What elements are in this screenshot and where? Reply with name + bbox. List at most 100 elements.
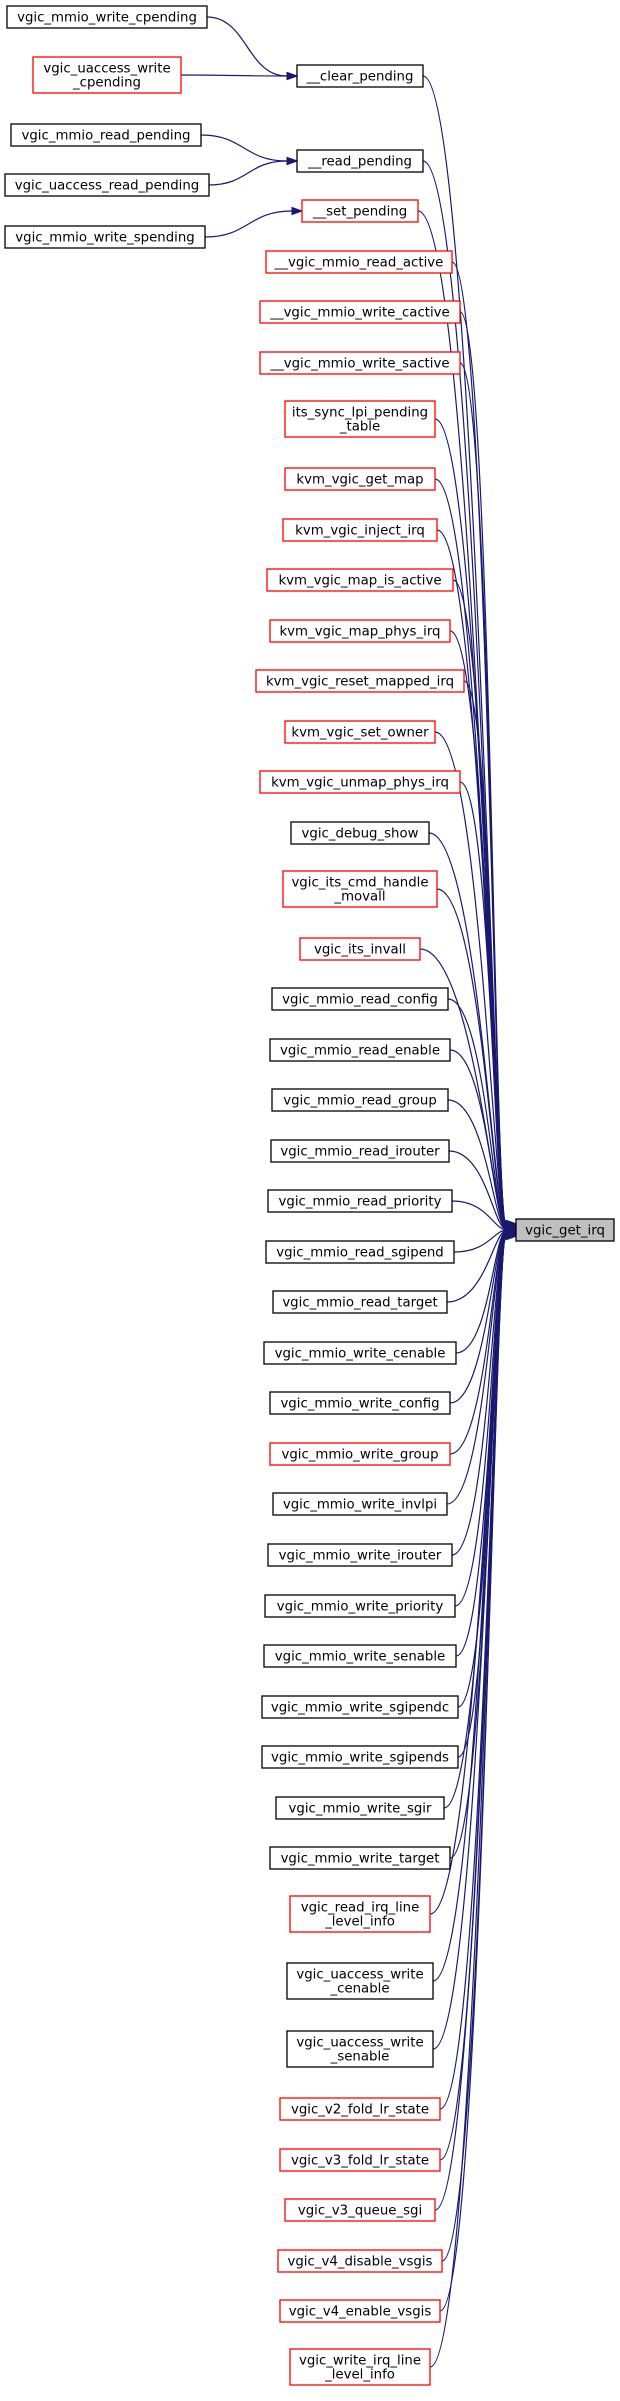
node-kvm-vgic-reset-mapped-irq[interactable]: kvm_vgic_reset_mapped_irq xyxy=(255,669,465,693)
node-vgic-mmio-read-irouter[interactable]: vgic_mmio_read_irouter xyxy=(270,1139,450,1163)
node-vgic-v3-fold-lr-state[interactable]: vgic_v3_fold_lr_state xyxy=(279,2148,441,2172)
edge xyxy=(447,998,507,1229)
node-label: vgic_mmio_write_cpending xyxy=(17,11,197,26)
node-vgic-mmio-write-cactive[interactable]: __vgic_mmio_write_cactive xyxy=(259,300,461,324)
node-box xyxy=(261,1695,459,1719)
node-box xyxy=(301,199,419,223)
node-vgic-mmio-write-cpending[interactable]: vgic_mmio_write_cpending xyxy=(6,5,208,29)
node-vgic-debug-show[interactable]: vgic_debug_show xyxy=(290,821,430,845)
node-vgic-v4-enable-vsgis[interactable]: vgic_v4_enable_vsgis xyxy=(279,2299,441,2323)
node-label: vgic_mmio_write_sgir xyxy=(289,1802,432,1817)
node-vgic-v2-fold-lr-state[interactable]: vgic_v2_fold_lr_state xyxy=(279,2097,441,2121)
node-vgic-mmio-read-enable[interactable]: vgic_mmio_read_enable xyxy=(269,1038,451,1062)
node-vgic-uaccess-write-cenable[interactable]: vgic_uaccess_write_cenable xyxy=(286,1962,434,2000)
node-vgic-read-irq-line-level-info[interactable]: vgic_read_irq_line_level_info xyxy=(289,1895,431,1933)
node-vgic-mmio-read-sgipend[interactable]: vgic_mmio_read_sgipend xyxy=(265,1240,455,1264)
node-vgic-mmio-read-priority[interactable]: vgic_mmio_read_priority xyxy=(267,1189,453,1213)
node-vgic-mmio-write-senable[interactable]: vgic_mmio_write_senable xyxy=(263,1644,457,1668)
node-label: _senable xyxy=(330,2050,390,2065)
node-box xyxy=(515,1218,615,1242)
node-vgic-mmio-write-irouter[interactable]: vgic_mmio_write_irouter xyxy=(267,1543,453,1567)
node-label: vgic_v4_disable_vsgis xyxy=(288,2255,433,2270)
edge-arrowhead xyxy=(505,1231,518,1241)
node-label: __vgic_mmio_write_cactive xyxy=(269,306,449,321)
nodes-layer: vgic_mmio_write_cpending vgic_uaccess_wri… xyxy=(4,5,615,2386)
node-box xyxy=(284,467,436,491)
node-label: vgic_mmio_write_spending xyxy=(15,231,194,246)
target-node: vgic_get_irq xyxy=(515,1218,615,1242)
node-vgic-its-cmd-handle-movall[interactable]: vgic_its_cmd_handle_movall xyxy=(282,870,438,908)
node-kvm-vgic-map-is-active[interactable]: kvm_vgic_map_is_active xyxy=(266,568,454,592)
node-vgic-mmio-write-sgipendc[interactable]: vgic_mmio_write_sgipendc xyxy=(261,1695,459,1719)
node-vgic-mmio-write-invlpi[interactable]: vgic_mmio_write_invlpi xyxy=(272,1492,448,1516)
node-vgic-its-invall[interactable]: vgic_its_invall xyxy=(299,937,421,961)
node-kvm-vgic-map-phys-irq[interactable]: kvm_vgic_map_phys_irq xyxy=(269,619,451,643)
edge xyxy=(446,1230,507,1303)
node-its-sync-lpi-pending-table[interactable]: its_sync_lpi_pending_table xyxy=(284,400,436,438)
node-vgic-mmio-write-config[interactable]: vgic_mmio_write_config xyxy=(269,1391,451,1415)
node-label: _movall xyxy=(333,890,385,905)
node-box xyxy=(270,1139,450,1163)
node-box xyxy=(290,821,430,845)
node-label: vgic_mmio_read_enable xyxy=(280,1044,440,1059)
node-box xyxy=(279,2148,441,2172)
node-kvm-vgic-inject-irq[interactable]: kvm_vgic_inject_irq xyxy=(282,518,438,542)
node-vgic-mmio-read-target[interactable]: vgic_mmio_read_target xyxy=(272,1290,448,1314)
node-box xyxy=(284,720,436,744)
node-vgic-uaccess-read-pending[interactable]: vgic_uaccess_read_pending xyxy=(4,173,210,197)
node-label: vgic_mmio_read_sgipend xyxy=(276,1246,444,1261)
node-box xyxy=(289,2348,431,2386)
node-vgic-mmio-read-active[interactable]: __vgic_mmio_read_active xyxy=(265,250,453,274)
node-vgic-v3-queue-sgi[interactable]: vgic_v3_queue_sgi xyxy=(284,2198,436,2222)
node-box xyxy=(263,1341,457,1365)
node-box xyxy=(10,123,202,147)
node-vgic-mmio-write-cenable[interactable]: vgic_mmio_write_cenable xyxy=(263,1341,457,1365)
node-vgic-mmio-write-sgir[interactable]: vgic_mmio_write_sgir xyxy=(275,1796,445,1820)
node-label: vgic_debug_show xyxy=(302,827,419,842)
node-vgic-mmio-write-priority[interactable]: vgic_mmio_write_priority xyxy=(264,1594,456,1618)
node-box xyxy=(269,1846,451,1870)
node-label: vgic_mmio_write_target xyxy=(281,1852,440,1867)
node-kvm-vgic-set-owner[interactable]: kvm_vgic_set_owner xyxy=(284,720,436,744)
node-label: vgic_mmio_write_irouter xyxy=(279,1549,442,1564)
node-label: vgic_mmio_write_cenable xyxy=(275,1347,446,1362)
node-box xyxy=(255,669,465,693)
node-vgic-uaccess-write-senable[interactable]: vgic_uaccess_write_senable xyxy=(286,2030,434,2068)
node-vgic-v4-disable-vsgis[interactable]: vgic_v4_disable_vsgis xyxy=(277,2249,443,2273)
node-vgic-mmio-write-group[interactable]: vgic_mmio_write_group xyxy=(269,1442,451,1466)
node-label: kvm_vgic_map_phys_irq xyxy=(279,625,440,640)
node-clear-pending[interactable]: __clear_pending xyxy=(296,64,424,88)
node-kvm-vgic-get-map[interactable]: kvm_vgic_get_map xyxy=(284,467,436,491)
edge xyxy=(448,1150,507,1230)
node-box xyxy=(296,64,424,88)
node-box xyxy=(282,870,438,908)
node-vgic-mmio-write-sactive[interactable]: __vgic_mmio_write_sactive xyxy=(259,351,461,375)
node-label: vgic_mmio_write_invlpi xyxy=(283,1498,437,1513)
node-vgic-mmio-read-pending[interactable]: vgic_mmio_read_pending xyxy=(10,123,202,147)
node-label: vgic_mmio_read_group xyxy=(283,1094,437,1109)
node-vgic-mmio-read-config[interactable]: vgic_mmio_read_config xyxy=(271,987,449,1011)
edge xyxy=(180,74,288,77)
node-vgic-mmio-write-target[interactable]: vgic_mmio_write_target xyxy=(269,1846,451,1870)
node-label: vgic_mmio_read_pending xyxy=(22,129,191,144)
node-set-pending[interactable]: __set_pending xyxy=(301,199,419,223)
node-label: vgic_mmio_read_irouter xyxy=(280,1145,440,1160)
node-box xyxy=(6,5,208,29)
node-vgic-write-irq-line-level-info[interactable]: vgic_write_irq_line_level_info xyxy=(289,2348,431,2386)
node-vgic-mmio-read-group[interactable]: vgic_mmio_read_group xyxy=(271,1088,449,1112)
node-label: __vgic_mmio_read_active xyxy=(274,256,444,271)
node-box xyxy=(261,1745,459,1769)
node-vgic-mmio-write-spending[interactable]: vgic_mmio_write_spending xyxy=(4,225,206,249)
node-label: vgic_v2_fold_lr_state xyxy=(291,2103,429,2118)
node-vgic-mmio-write-sgipends[interactable]: vgic_mmio_write_sgipends xyxy=(261,1745,459,1769)
node-label: vgic_v4_enable_vsgis xyxy=(289,2305,432,2320)
node-box xyxy=(264,1594,456,1618)
node-box xyxy=(277,2249,443,2273)
node-label: kvm_vgic_get_map xyxy=(296,473,423,488)
node-label: __set_pending xyxy=(312,205,407,220)
node-read-pending[interactable]: __read_pending xyxy=(296,149,424,173)
node-vgic-uaccess-write-cpending[interactable]: vgic_uaccess_write_cpending xyxy=(32,56,182,94)
node-kvm-vgic-unmap-phys-irq[interactable]: kvm_vgic_unmap_phys_irq xyxy=(259,770,461,794)
node-label: vgic_mmio_write_priority xyxy=(277,1600,444,1615)
edge xyxy=(453,1229,507,1253)
